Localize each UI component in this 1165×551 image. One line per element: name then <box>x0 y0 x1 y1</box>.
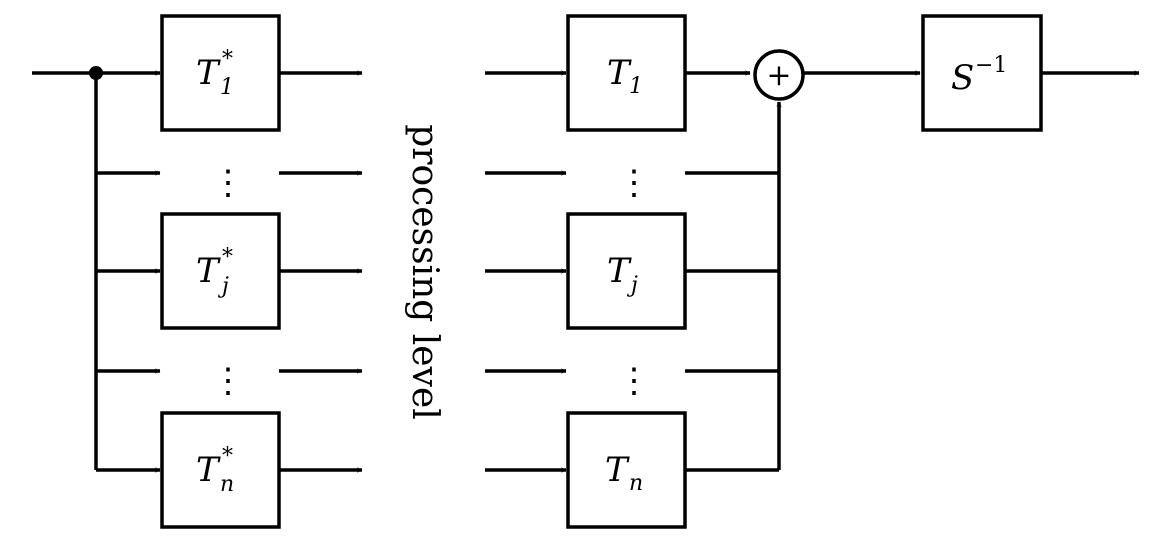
synthesis-block-1: T 1 <box>566 14 687 132</box>
svg-text:1: 1 <box>629 74 643 99</box>
svg-text:+: + <box>766 58 791 93</box>
svg-text:*: * <box>222 444 233 469</box>
svg-text:1: 1 <box>220 75 234 100</box>
synthesis-block-j: T j <box>566 212 687 330</box>
svg-text:T: T <box>196 450 221 490</box>
svg-text:n: n <box>220 472 234 497</box>
ellipsis-analysis-a: ⋮ <box>211 163 245 203</box>
svg-text:T: T <box>607 251 632 291</box>
analysis-block-1: T * 1 <box>160 14 281 132</box>
processing-level-label: processing level <box>404 124 445 420</box>
ellipsis-analysis-b: ⋮ <box>211 361 245 401</box>
svg-text:T: T <box>605 450 630 490</box>
svg-text:*: * <box>222 47 233 72</box>
output-block: S −1 <box>921 14 1043 132</box>
svg-text:T: T <box>196 251 221 291</box>
svg-text:−1: −1 <box>975 53 1007 78</box>
svg-text:*: * <box>222 245 233 270</box>
analysis-block-n: T * n <box>160 411 281 529</box>
ellipsis-synthesis-a: ⋮ <box>617 163 651 203</box>
svg-text:T: T <box>607 53 632 93</box>
svg-text:n: n <box>629 471 643 496</box>
analysis-block-j: T * j <box>160 212 281 330</box>
sum-junction: + <box>753 49 805 101</box>
ellipsis-synthesis-b: ⋮ <box>617 361 651 401</box>
synthesis-block-n: T n <box>566 411 687 529</box>
svg-text:T: T <box>196 53 221 93</box>
svg-text:S: S <box>951 58 974 98</box>
